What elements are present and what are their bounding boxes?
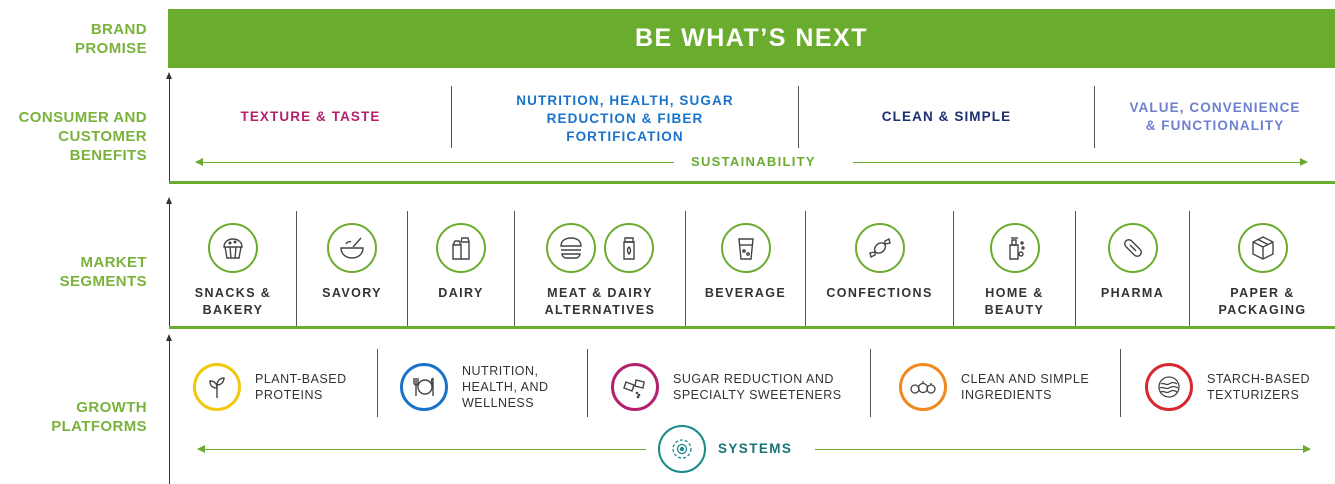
brand-promise-banner: BE WHAT’S NEXT — [168, 9, 1335, 68]
platform-name: NUTRITION, HEALTH, AND WELLNESS — [462, 364, 549, 410]
segment-dairy: DAIRY — [408, 211, 514, 326]
sprout-icon — [193, 363, 241, 411]
segments-axis — [166, 197, 172, 328]
benefits-divider — [1094, 86, 1095, 148]
systems-arrow-left — [197, 445, 646, 453]
segment-divider — [685, 211, 686, 326]
platform-divider — [1120, 349, 1121, 417]
segment-name: PHARMA — [1100, 286, 1165, 300]
segment-divider — [296, 211, 297, 326]
platform-starch-based-texturizers: STARCH-BASED TEXTURIZERS — [1145, 362, 1310, 412]
segment-divider — [1189, 211, 1190, 326]
segment-name: PAPER & PACKAGING — [1218, 286, 1307, 317]
segment-home-beauty: HOME & BEAUTY — [954, 211, 1075, 326]
segment-beverage: BEVERAGE — [686, 211, 805, 326]
systems-arrow-right — [815, 445, 1311, 453]
plate-icon — [400, 363, 448, 411]
benefits-label: CONSUMER AND CUSTOMER BENEFITS — [18, 109, 147, 164]
systems-icon — [658, 425, 706, 473]
benefit-clean-simple: CLEAN & SIMPLE — [881, 109, 1012, 124]
market-segments-label: MARKET SEGMENTS — [59, 254, 147, 290]
benefit-nutrition-health: NUTRITION, HEALTH, SUGAR REDUCTION & FIB… — [516, 93, 734, 144]
segment-name: BEVERAGE — [704, 286, 787, 300]
segment-divider — [514, 211, 515, 326]
platform-name: STARCH-BASED TEXTURIZERS — [1207, 372, 1311, 402]
platform-divider — [587, 349, 588, 417]
segment-meat-dairy-alternatives: MEAT & DAIRY ALTERNATIVES — [515, 211, 685, 326]
muffin-icon — [208, 223, 258, 273]
segment-snacks-bakery: SNACKS & BAKERY — [170, 211, 296, 326]
segment-savory: SAVORY — [297, 211, 407, 326]
segment-name: SNACKS & BAKERY — [194, 286, 272, 317]
milk-carton-icon — [436, 223, 486, 273]
produce-icon — [899, 363, 947, 411]
segment-name: HOME & BEAUTY — [984, 286, 1045, 317]
segment-divider — [953, 211, 954, 326]
sustainability-arrow-left — [195, 158, 674, 166]
benefits-baseline — [169, 181, 1335, 184]
sustainability-label: SUSTAINABILITY — [691, 154, 816, 169]
growth-platforms-label: GROWTH PLATFORMS — [51, 399, 147, 435]
segment-name: SAVORY — [322, 286, 382, 300]
segment-confections: CONFECTIONS — [806, 211, 953, 326]
sustainability-arrow-right — [853, 158, 1308, 166]
segment-name: MEAT & DAIRY ALTERNATIVES — [544, 286, 656, 317]
benefits-divider — [451, 86, 452, 148]
brand-promise-text: BE WHAT’S NEXT — [634, 24, 869, 52]
benefits-axis — [166, 72, 172, 182]
segment-divider — [407, 211, 408, 326]
platform-divider — [870, 349, 871, 417]
benefit-texture-taste: TEXTURE & TASTE — [240, 109, 381, 124]
platform-name: SUGAR REDUCTION AND SPECIALTY SWEETENERS — [673, 372, 842, 402]
platform-plant-based-proteins: PLANT-BASED PROTEINS — [193, 362, 347, 412]
brand-promise-label: BRAND PROMISE — [75, 21, 147, 57]
platform-clean-simple-ingredients: CLEAN AND SIMPLE INGREDIENTS — [899, 362, 1089, 412]
plant-milk-icon — [604, 223, 654, 273]
bowl-icon — [327, 223, 377, 273]
platform-nutrition-health-wellness: NUTRITION, HEALTH, AND WELLNESS — [400, 362, 549, 412]
segment-name: CONFECTIONS — [826, 286, 933, 300]
pill-icon — [1107, 223, 1158, 273]
bottle-icon — [989, 223, 1040, 273]
segment-divider — [1075, 211, 1076, 326]
platform-sugar-reduction: SUGAR REDUCTION AND SPECIALTY SWEETENERS — [611, 362, 842, 412]
benefit-value-convenience: VALUE, CONVENIENCE & FUNCTIONALITY — [1129, 100, 1301, 133]
segment-divider — [805, 211, 806, 326]
glass-icon — [720, 223, 771, 273]
platforms-axis — [166, 334, 172, 484]
platform-divider — [377, 349, 378, 417]
box-icon — [1237, 223, 1288, 273]
segment-paper-packaging: PAPER & PACKAGING — [1190, 211, 1335, 326]
benefits-divider — [798, 86, 799, 148]
segments-baseline — [169, 326, 1335, 329]
segment-name: DAIRY — [438, 286, 484, 300]
candy-icon — [854, 223, 905, 273]
platform-name: CLEAN AND SIMPLE INGREDIENTS — [961, 372, 1090, 402]
systems-label: SYSTEMS — [718, 441, 793, 456]
systems-item: SYSTEMS — [658, 424, 792, 474]
texture-icon — [1145, 363, 1193, 411]
segment-pharma: PHARMA — [1076, 211, 1189, 326]
sweetener-icon — [611, 363, 659, 411]
burger-icon — [546, 223, 596, 273]
platform-name: PLANT-BASED PROTEINS — [255, 372, 347, 402]
